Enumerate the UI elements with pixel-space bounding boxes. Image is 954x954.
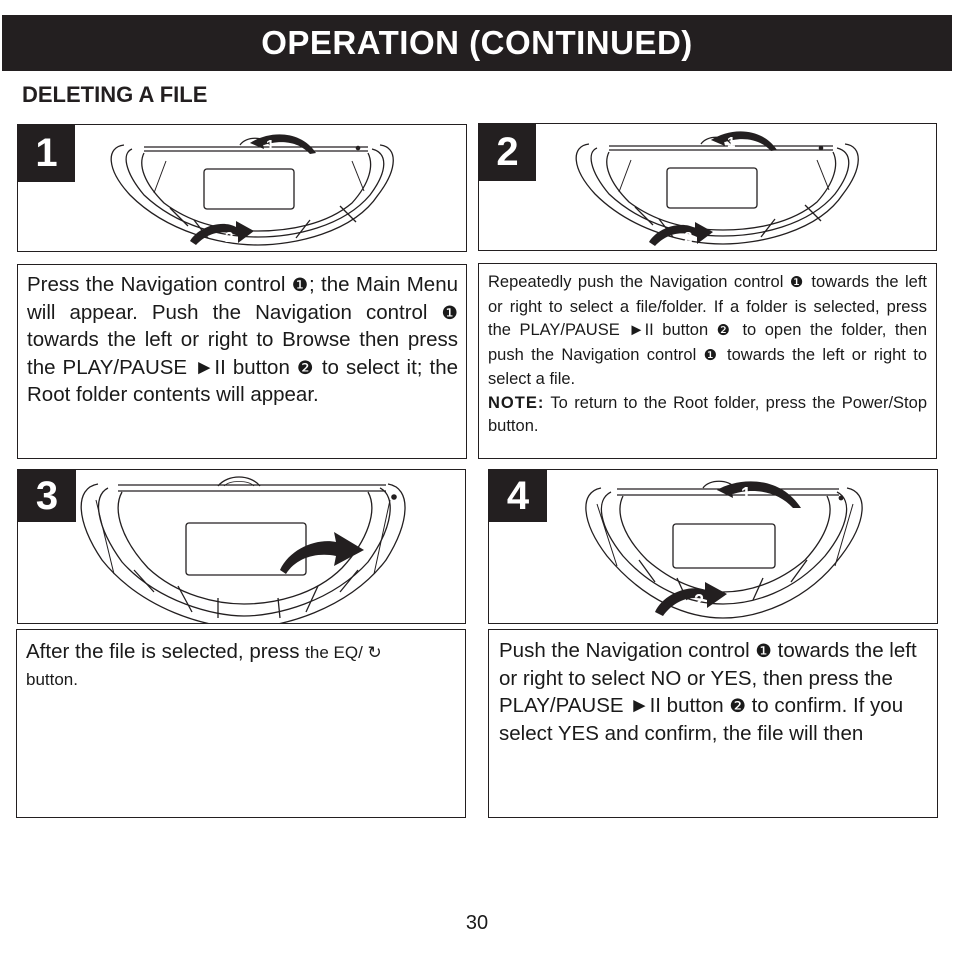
text-run: towards the left or right to select NO o… (499, 639, 917, 717)
arrow-marker-1 (250, 134, 316, 154)
step-4-illustration-panel: 1 2 4 (488, 469, 938, 624)
text-run: button. (26, 670, 78, 689)
marker-2-label: 2 (684, 229, 692, 246)
marker-1-label: 1 (727, 134, 735, 151)
numbered-marker-1: ❶ (703, 347, 720, 364)
text-run: to select it; the Root folder contents w… (27, 355, 459, 407)
numbered-marker-1: ❶ (441, 301, 458, 323)
device-illustration: 1 2 (585, 480, 863, 619)
step-number: 2 (479, 124, 536, 181)
marker-1-label: 1 (266, 137, 274, 154)
arrow-marker-1 (717, 481, 801, 508)
step-number: 1 (18, 125, 75, 182)
text-run: Press the Navigation control (27, 273, 292, 296)
step-number: 4 (489, 470, 547, 522)
text-run: Push the Navigation control (499, 639, 756, 662)
text-run: button (225, 355, 297, 379)
marker-2-label: 2 (225, 229, 233, 246)
marker-1-label: 1 (741, 484, 751, 504)
note-label: NOTE: (488, 393, 545, 412)
step-1-instructions: Press the Navigation control ❶; the Main… (17, 264, 467, 459)
play-pause-icon: ►II (628, 321, 654, 339)
arrow-marker-1 (711, 131, 777, 151)
page-header-title: OPERATION (CONTINUED) (261, 24, 693, 61)
text-run: towards the left or right to select a fi… (488, 273, 927, 339)
arrow-icon (280, 532, 364, 574)
section-title: DELETING A FILE (22, 82, 208, 107)
play-pause-icon: ►II (194, 355, 226, 379)
note-text: To return to the Root folder, press the … (488, 393, 927, 436)
step-2-instructions: Repeatedly push the Navigation control ❶… (478, 263, 937, 459)
marker-2-label: 2 (694, 591, 704, 611)
step-3-instructions: After the file is selected, press the EQ… (16, 629, 466, 818)
numbered-marker-2: ❷ (296, 356, 315, 378)
text-run: button (660, 694, 730, 717)
arrow-marker-2 (190, 221, 254, 245)
text-run: towards the left or right to Browse then… (27, 328, 458, 379)
page-header-banner: OPERATION (CONTINUED) (2, 15, 952, 71)
text-run: ; the Main Menu will appear. Push the Na… (27, 273, 458, 324)
numbered-marker-1: ❶ (789, 275, 805, 291)
device-illustration: 1 2 (575, 131, 859, 246)
text-run: to open the folder, then push the Naviga… (488, 321, 927, 364)
text-run: After the file is selected, press (26, 640, 306, 663)
eq-button-label: the EQ/ ↻ (305, 643, 382, 662)
numbered-marker-1: ❶ (291, 274, 309, 295)
step-number: 3 (18, 470, 76, 522)
text-run: button (653, 321, 717, 339)
play-pause-icon: ►II (629, 694, 661, 717)
step-1-illustration-panel: 1 2 1 (17, 124, 467, 252)
text-run: to confirm. If you select YES and confir… (499, 694, 904, 745)
step-3-illustration-panel: 3 (17, 469, 466, 624)
arrow-marker-2 (655, 582, 727, 616)
device-illustration (80, 476, 406, 623)
numbered-marker-2: ❷ (729, 695, 746, 716)
step-4-instructions: Push the Navigation control ❶ towards th… (488, 629, 938, 818)
text-run: towards the left or right to select a fi… (488, 345, 927, 389)
arrow-marker-2 (649, 222, 713, 246)
text-run: Repeatedly push the Navigation control (488, 273, 790, 291)
page-number: 30 (465, 912, 489, 934)
step-2-illustration-panel: 1 2 2 (478, 123, 937, 251)
device-illustration: 1 2 (110, 134, 394, 246)
numbered-marker-2: ❷ (716, 323, 734, 339)
numbered-marker-1: ❶ (755, 640, 772, 661)
